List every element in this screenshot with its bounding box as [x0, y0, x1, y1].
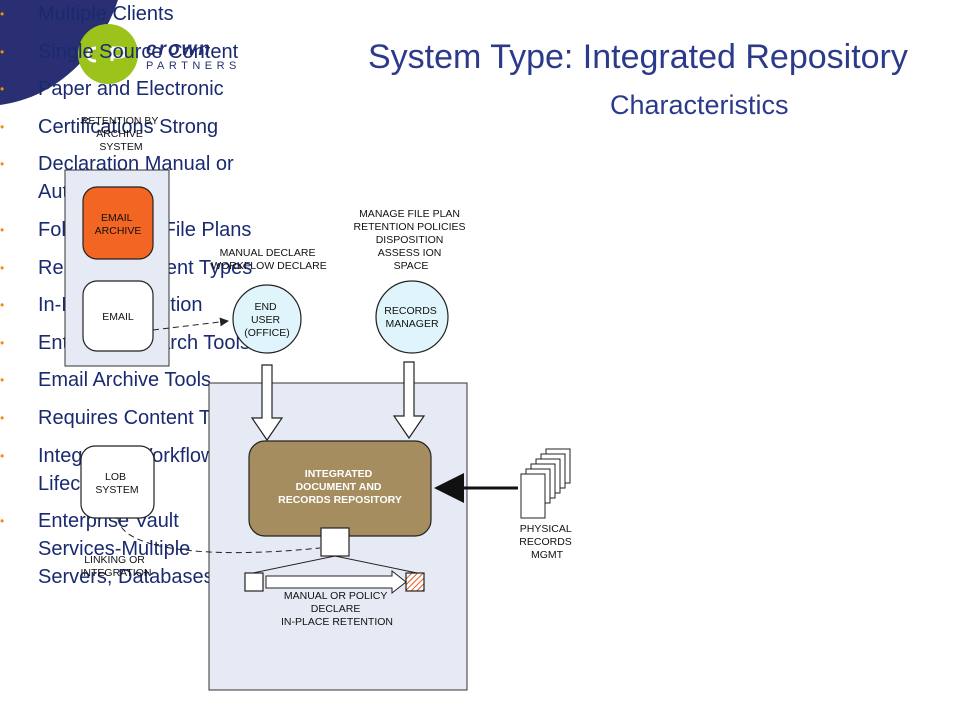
bullet-icon: • [0, 335, 5, 350]
repository-label: INTEGRATED DOCUMENT AND RECORDS REPOSITO… [278, 468, 402, 506]
retained-square [405, 572, 425, 592]
characteristic-item: • Certifications Strong [0, 113, 345, 141]
characteristic-text: Requires Content Types [38, 406, 253, 429]
records-manager-circle [375, 280, 449, 354]
bullet-icon: • [0, 157, 5, 172]
bullet-icon: • [0, 260, 5, 275]
bullet-icon: • [0, 7, 5, 21]
records-manager-label: RECORDS MANAGER [384, 305, 439, 330]
linking-label: LINKING OR INTEGRATION [81, 554, 152, 579]
characteristic-item: • Email Archive Tools [0, 366, 345, 394]
user-down-arrow [250, 364, 284, 442]
bullet-icon: • [0, 119, 5, 134]
end-user-circle [232, 284, 302, 354]
manage-file-plan-label: MANAGE FILE PLAN RETENTION POLICIES DISP… [354, 208, 469, 272]
page-title: System Type: Integrated Repository [368, 38, 908, 76]
logo-text-top: crown [146, 39, 212, 60]
linking-curve [117, 517, 321, 554]
characteristic-item: • Single Source Content [0, 38, 345, 66]
bullet-icon: • [0, 44, 5, 59]
characteristic-text: Paper and Electronic [38, 78, 224, 101]
lob-system-label: LOB SYSTEM [95, 471, 138, 496]
physical-records-label: PHYSICAL RECORDS MGMT [519, 523, 574, 561]
characteristic-text: Certifications Strong [38, 115, 219, 138]
characteristic-item: • Requires Content Types [0, 404, 345, 432]
bullet-icon: • [0, 298, 5, 313]
characteristic-text: Multiple Clients [38, 3, 174, 25]
bullet-icon: • [0, 222, 5, 237]
email-archive-box [82, 186, 154, 260]
fork-lines [252, 555, 418, 574]
bullet-icon: • [0, 82, 5, 97]
characteristics-heading: Characteristics [610, 90, 789, 120]
characteristic-item: • Multiple Clients [0, 0, 345, 28]
manager-down-arrow [392, 361, 426, 440]
email-to-user-arrow [152, 317, 229, 331]
item-square [320, 527, 350, 557]
physical-records-documents [520, 448, 571, 519]
retention-label: RETENTION BY ARCHIVE SYSTEM [81, 115, 161, 153]
end-user-label: END USER (OFFICE) [244, 301, 290, 339]
characteristic-item: • Paper and Electronic [0, 75, 345, 103]
logo-graphic: crown PARTNERS [0, 0, 241, 105]
logo: crown PARTNERS [0, 0, 270, 110]
lob-system-box [80, 445, 155, 519]
characteristic-text: Single Source Content [38, 40, 239, 63]
characteristic-text: Email Archive Tools [38, 369, 212, 392]
manual-policy-label: MANUAL OR POLICY DECLARE IN-PLACE RETENT… [281, 590, 393, 628]
email-archive-label: EMAIL ARCHIVE [95, 212, 142, 237]
system-diagram: RETENTION BY ARCHIVE SYSTEM EMAIL ARCHIV… [64, 115, 574, 691]
retention-arrow [265, 569, 407, 595]
bullet-icon: • [0, 514, 5, 529]
email-box [82, 280, 154, 352]
email-label: EMAIL [102, 311, 134, 323]
start-square [244, 572, 264, 592]
bullet-icon: • [0, 448, 5, 463]
characteristic-text: Servers, Databases [38, 566, 214, 589]
manual-declare-label: MANUAL DECLARE WORKFLOW DECLARE [211, 247, 327, 272]
bullet-icon: • [0, 373, 5, 388]
logo-text-bottom: PARTNERS [146, 60, 241, 72]
bullet-icon: • [0, 410, 5, 425]
